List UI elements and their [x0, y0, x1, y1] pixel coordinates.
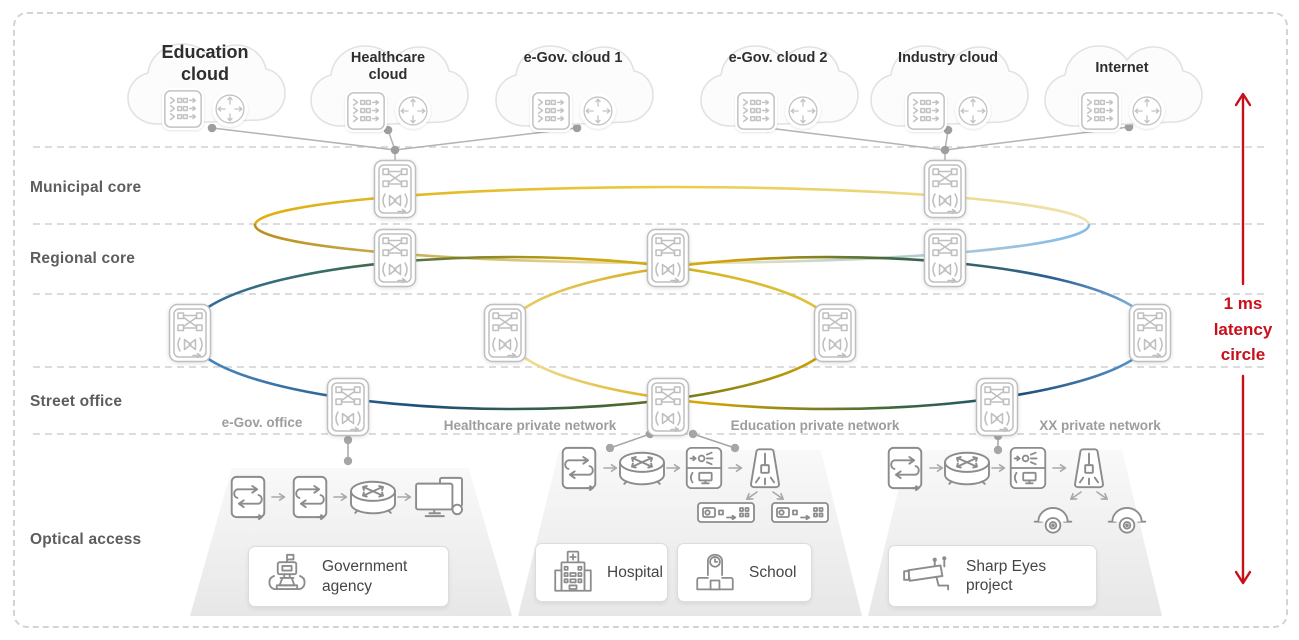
service-matrix-icon	[1079, 90, 1121, 132]
cloud-label: Industry cloud	[898, 50, 998, 66]
cloud-label: e-Gov. cloud 1	[523, 50, 623, 66]
latency-annotation: 1 ms latency circle	[1213, 294, 1273, 364]
cloud-links	[211, 126, 1130, 162]
router-cylinder-icon	[940, 447, 994, 491]
network-label-egov-office: e-Gov. office	[221, 415, 303, 430]
router-cylinder-icon	[346, 476, 400, 520]
core-router-icon	[646, 228, 690, 288]
cloud-label: Education cloud	[161, 42, 249, 84]
latency-arrow-icon	[1234, 92, 1252, 585]
dome-camera-icon	[1031, 498, 1075, 538]
cloud-healthcare: Healthcare cloud	[303, 28, 473, 132]
cloud-internet: Internet	[1037, 28, 1207, 132]
core-router-icon	[373, 228, 417, 288]
switch-icon	[556, 445, 602, 491]
odn-splitter-icon	[1066, 445, 1112, 491]
core-router-icon	[813, 303, 857, 363]
service-matrix-icon	[735, 90, 777, 132]
onu-icon	[770, 500, 830, 526]
dome-camera-icon	[1105, 498, 1149, 538]
hospital-building-icon	[549, 549, 597, 597]
core-router-icon	[975, 377, 1019, 437]
olt-icon	[681, 445, 727, 491]
access-drop-dots	[343, 429, 1003, 466]
site-label: Government agency	[322, 558, 408, 595]
service-matrix-icon	[530, 90, 572, 132]
service-matrix-icon	[905, 90, 947, 132]
network-label-education: Education private network	[730, 418, 900, 433]
route-distribution-icon	[395, 93, 431, 129]
site-label: Hospital	[607, 563, 663, 581]
router-cylinder-icon	[615, 447, 669, 491]
site-box-government-agency: Government agency	[248, 546, 449, 607]
aggregation-router	[813, 303, 857, 363]
route-distribution-icon	[580, 93, 616, 129]
school-building-icon	[691, 550, 739, 595]
government-building-icon	[262, 552, 312, 602]
site-box-hospital: Hospital	[535, 543, 668, 602]
cloud-industry: Industry cloud	[863, 28, 1033, 132]
layer-label-municipal-core: Municipal core	[30, 179, 142, 196]
diagram-dashed-frame	[13, 12, 1288, 628]
layer-label-street-office: Street office	[30, 393, 123, 410]
core-router-icon	[373, 159, 417, 219]
site-label: Sharp Eyes project	[966, 557, 1047, 594]
site-label: School	[749, 563, 797, 581]
aggregation-router	[168, 303, 212, 363]
onu-icon	[696, 500, 756, 526]
network-label-xx-private: XX private network	[1039, 418, 1161, 433]
core-router-icon	[326, 377, 370, 437]
layer-label-optical-access: Optical access	[30, 531, 142, 548]
regional-core-router	[646, 228, 690, 288]
route-distribution-icon	[785, 93, 821, 129]
route-distribution-icon	[212, 91, 248, 127]
municipal-core-router	[923, 159, 967, 219]
cloud-label: Internet	[1095, 60, 1149, 76]
switch-icon	[882, 445, 928, 491]
cloud-egov-2: e-Gov. cloud 2	[693, 28, 863, 132]
cctv-camera-icon	[902, 554, 956, 598]
site-box-school: School	[677, 543, 812, 602]
regional-core-router	[923, 228, 967, 288]
network-label-healthcare: Healthcare private network	[443, 418, 617, 433]
pc-monitor-icon	[413, 475, 467, 519]
switch-icon	[225, 474, 271, 520]
latency-rings	[187, 185, 1155, 411]
core-router-icon	[923, 159, 967, 219]
cloud-label: Healthcare cloud	[350, 50, 426, 84]
layer-label-regional-core: Regional core	[30, 250, 136, 267]
switch-icon	[287, 474, 333, 520]
aggregation-router	[483, 303, 527, 363]
regional-core-router	[373, 228, 417, 288]
cloud-egov-1: e-Gov. cloud 1	[488, 28, 658, 132]
odn-splitter-icon	[742, 445, 788, 491]
route-distribution-icon	[1129, 93, 1165, 129]
cloud-education: Education cloud	[120, 26, 290, 130]
olt-icon	[1005, 445, 1051, 491]
service-matrix-icon	[345, 90, 387, 132]
route-distribution-icon	[955, 93, 991, 129]
core-router-icon	[646, 377, 690, 437]
service-matrix-icon	[162, 88, 204, 130]
street-office-router	[326, 377, 370, 437]
cloud-label: e-Gov. cloud 2	[728, 50, 828, 66]
core-router-icon	[1128, 303, 1172, 363]
core-router-icon	[483, 303, 527, 363]
street-office-router	[646, 377, 690, 437]
site-box-sharp-eyes: Sharp Eyes project	[888, 545, 1097, 607]
municipal-core-router	[373, 159, 417, 219]
street-office-router	[975, 377, 1019, 437]
core-router-icon	[923, 228, 967, 288]
aggregation-router	[1128, 303, 1172, 363]
core-router-icon	[168, 303, 212, 363]
